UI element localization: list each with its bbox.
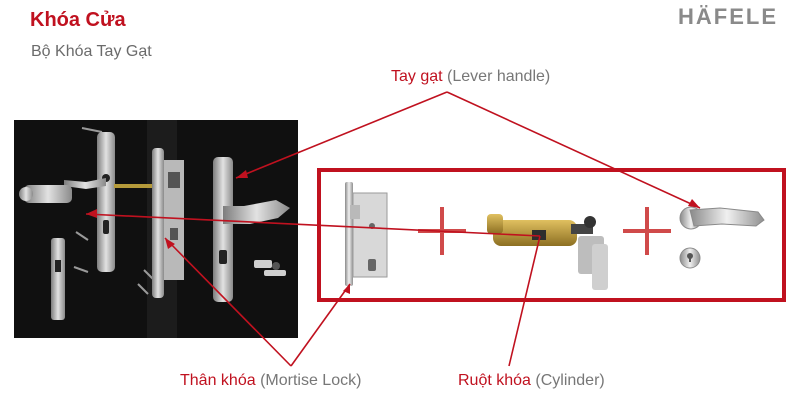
label-mortise-en: (Mortise Lock) (260, 372, 362, 389)
label-lever-vn: Tay gạt (391, 68, 443, 85)
exploded-lock-illustration (19, 120, 290, 338)
callout-arrowheads (86, 170, 700, 294)
label-cylinder-en: (Cylinder) (535, 372, 605, 389)
brand-logo: HÄFELE (678, 4, 778, 29)
product-components-box (317, 168, 786, 302)
plus-icon (623, 207, 671, 255)
page-subtitle: Bộ Khóa Tay Gạt (31, 43, 152, 60)
label-mortise-vn: Thân khóa (180, 372, 256, 389)
lever-handle-image (679, 206, 765, 269)
cylinder-image (487, 214, 608, 290)
label-cylinder: Ruột khóa (Cylinder) (458, 372, 605, 390)
exploded-lock-photo (14, 120, 298, 338)
label-lever-en: (Lever handle) (447, 68, 551, 85)
label-mortise-lock: Thân khóa (Mortise Lock) (180, 372, 361, 390)
page-title: Khóa Cửa (30, 9, 126, 31)
label-lever-handle: Tay gạt (Lever handle) (391, 68, 550, 86)
callout-lines (85, 91, 701, 367)
mortise-lock-image (345, 182, 388, 286)
label-cylinder-vn: Ruột khóa (458, 372, 531, 389)
